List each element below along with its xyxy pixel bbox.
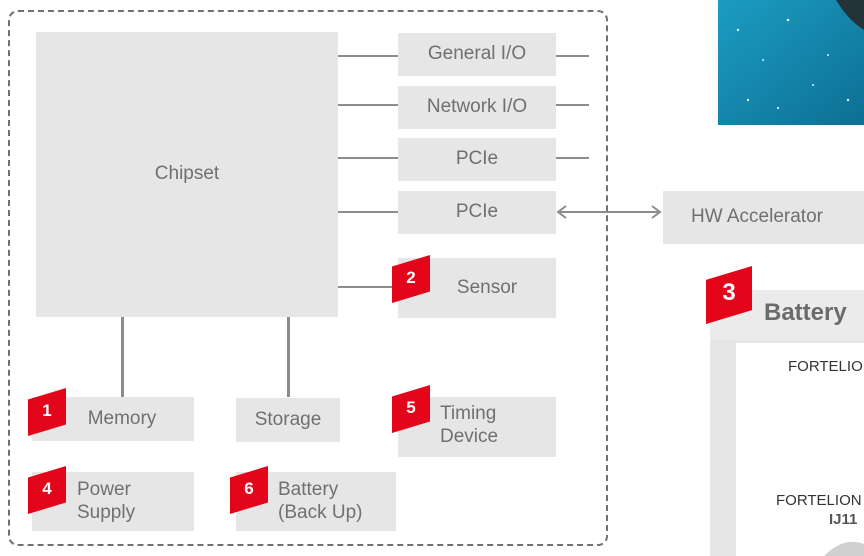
- hw-accelerator-label: HW Accelerator: [691, 206, 823, 228]
- timing-device-label: Timing Device: [440, 403, 499, 447]
- power-supply-label: Power Supply: [77, 479, 136, 523]
- connector-pcie-1: [338, 157, 398, 159]
- system-boundary: [8, 10, 608, 546]
- stub-network-io: [556, 104, 589, 106]
- battery-panel-title: Battery: [764, 299, 847, 326]
- network-io-box: Network I/O: [398, 86, 556, 129]
- connector-general-io: [338, 55, 398, 57]
- pcie-box-2: PCIe: [398, 191, 556, 234]
- hw-accelerator-box: HW Accelerator: [663, 191, 864, 244]
- pcie-box-1: PCIe: [398, 138, 556, 181]
- battery-product-1: FORTELIO: [788, 358, 863, 375]
- network-io-label: Network I/O: [426, 96, 528, 118]
- pcie-label-1: PCIe: [455, 148, 499, 170]
- storage-box: Storage: [236, 398, 340, 442]
- connector-network-io: [338, 104, 398, 106]
- sensor-label: Sensor: [456, 276, 518, 298]
- battery-product-2: FORTELION: [776, 492, 862, 509]
- general-io-label: General I/O: [427, 43, 527, 65]
- battery-image: [824, 541, 864, 556]
- general-io-box: General I/O: [398, 33, 556, 76]
- product-photo: [718, 0, 864, 125]
- chipset-label: Chipset: [154, 163, 220, 185]
- battery-backup-label: Battery (Back Up): [278, 479, 363, 523]
- stub-pcie-1: [556, 157, 589, 159]
- stub-general-io: [556, 55, 589, 57]
- connector-sensor: [338, 286, 398, 288]
- bidirectional-arrow: [556, 205, 662, 219]
- connector-storage: [287, 317, 290, 397]
- memory-label: Memory: [87, 407, 157, 429]
- battery-product-3: IJ11: [829, 511, 858, 528]
- pcie-label-2: PCIe: [455, 201, 499, 223]
- battery-panel-inner: [736, 343, 864, 556]
- memory-box: Memory: [32, 397, 194, 441]
- storage-label: Storage: [254, 408, 322, 430]
- connector-memory: [121, 317, 124, 397]
- chipset-block: Chipset: [36, 32, 338, 317]
- connector-pcie-2: [338, 211, 398, 213]
